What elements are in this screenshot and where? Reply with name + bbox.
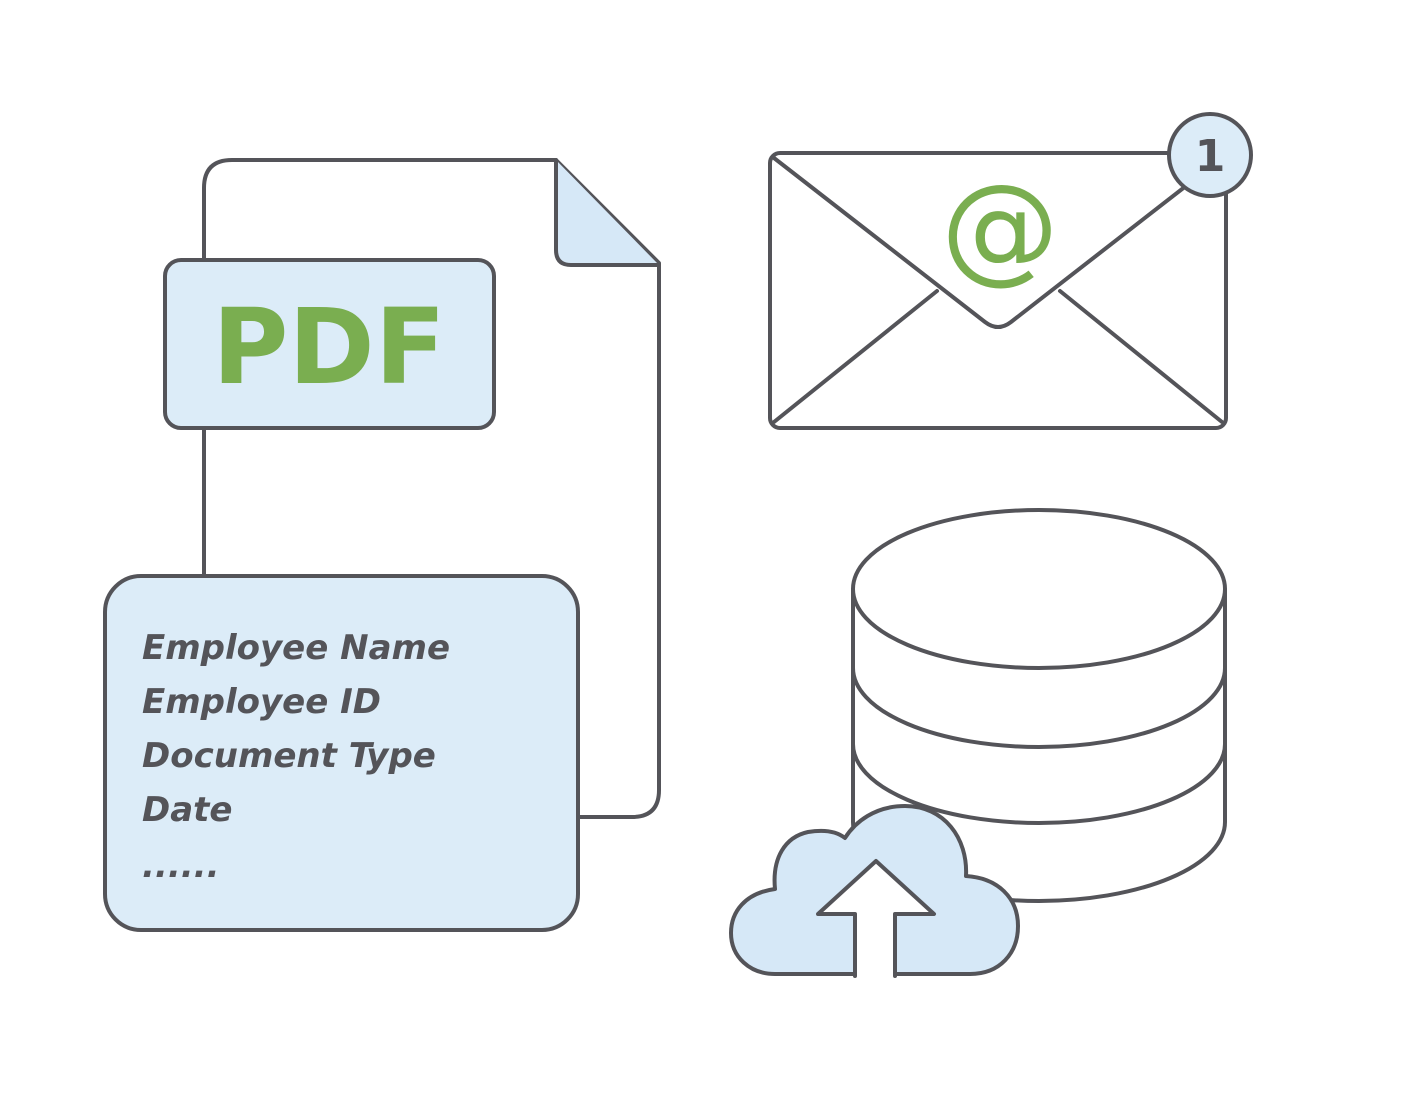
database-band-middle [851,666,1227,749]
envelope-fold-right [1058,289,1224,424]
metadata-fields: Employee Name Employee ID Document Type … [142,628,450,886]
field-employee-id: Employee ID [142,682,381,722]
notification-badge: 1 [1167,112,1253,198]
field-document-type: Document Type [142,736,436,776]
document-icon: PDF Employee Name Employee ID Document T… [103,158,661,932]
document-fold-fill [558,166,653,261]
notification-badge-circle [1167,112,1253,198]
envelope-flap [772,156,1224,329]
envelope-body [768,151,1228,430]
at-symbol: @ [941,158,1059,296]
database-band-lower [851,742,1227,825]
notification-count: 1 [1195,131,1226,182]
database-top [851,508,1227,670]
field-ellipsis: ...... [142,846,220,886]
cloud-upload-icon [729,804,1020,978]
pdf-badge-label: PDF [212,286,446,408]
metadata-card [103,574,580,932]
envelope-icon: @ 1 [768,112,1253,430]
upload-arrow-icon [816,859,936,978]
field-employee-name: Employee Name [142,628,450,668]
pdf-badge [163,258,496,430]
envelope-fold-left [772,289,939,424]
field-date: Date [142,790,232,830]
